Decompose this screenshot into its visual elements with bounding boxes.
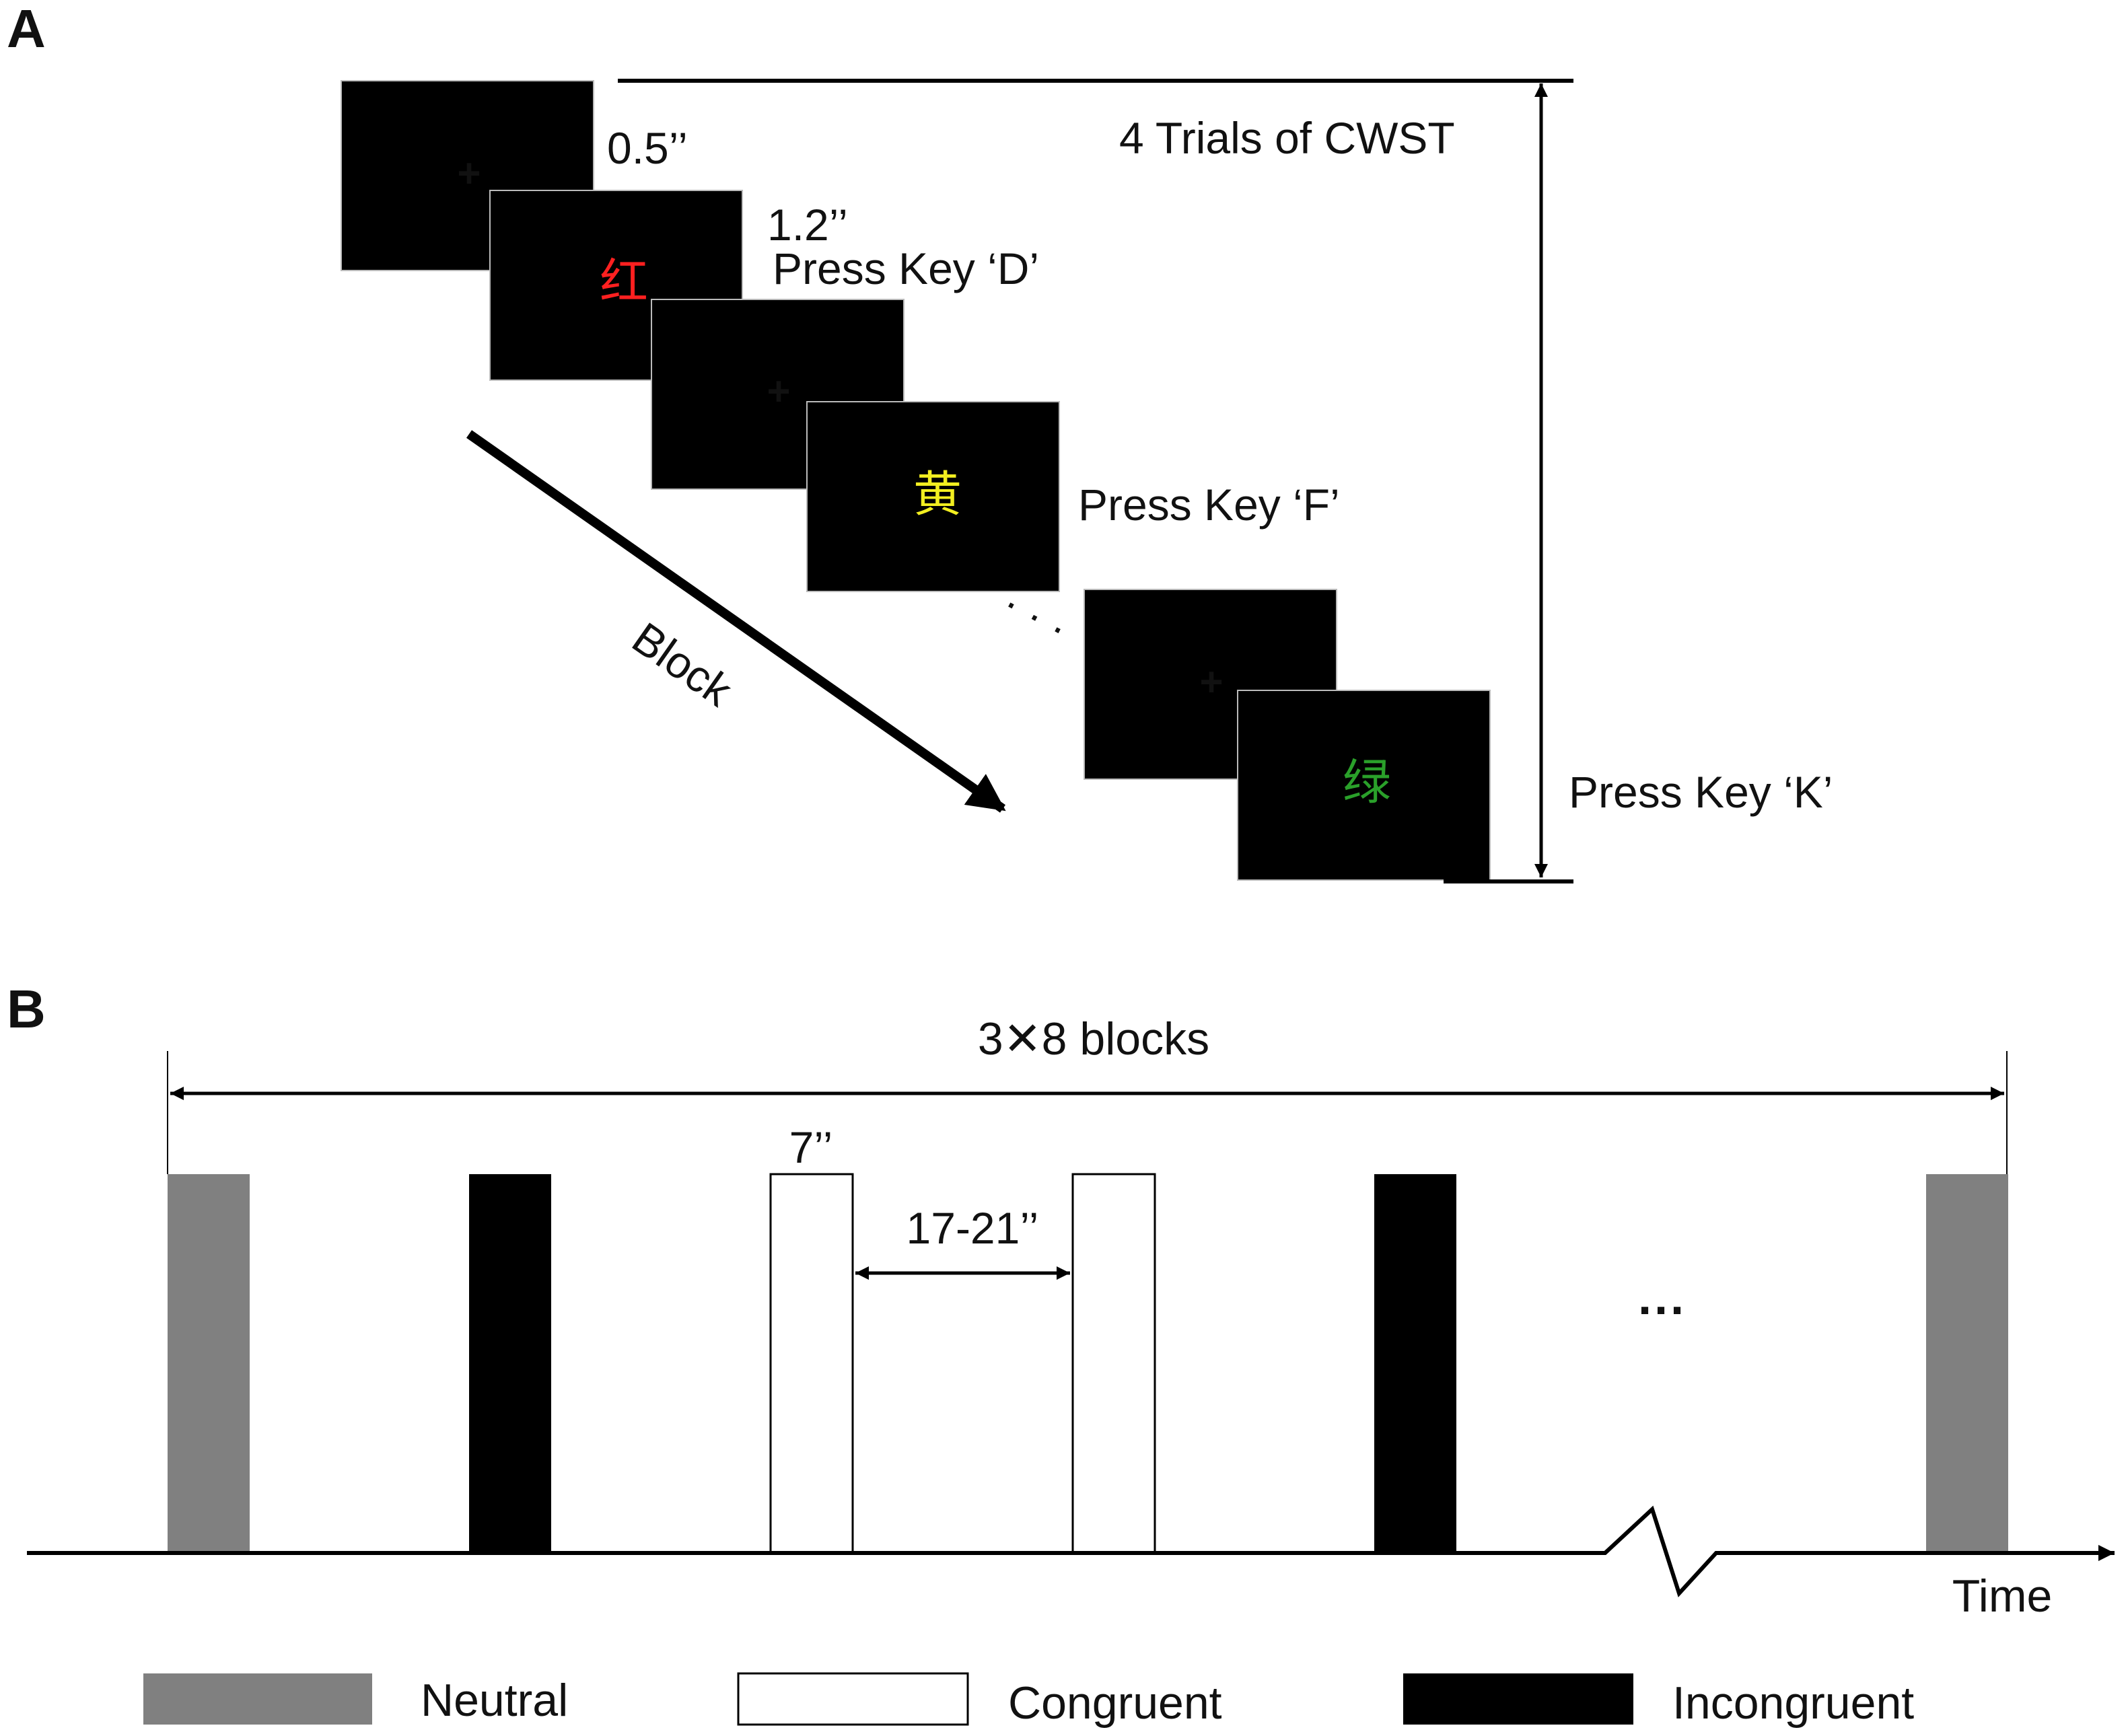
fixation-cross: + [767,369,790,414]
block-congruent [769,1173,854,1554]
word-duration: 1.2’’ [767,200,848,250]
legend: Neutral Congruent Incongruent [143,1672,1914,1729]
block-incongruent [1374,1174,1456,1553]
blocks-ellipsis: ··· [1638,1284,1687,1338]
legend-congruent-swatch [737,1672,969,1726]
block-label: Block [624,612,742,716]
trial-frame-6: 绿 [1237,690,1491,881]
legend-neutral-label: Neutral [421,1675,568,1726]
block-neutral [1926,1174,2008,1553]
fixation-duration: 0.5’’ [607,123,688,173]
panel-b-label: B [7,979,46,1039]
panel-a-label: A [7,0,46,59]
legend-incongruent-swatch [1403,1673,1633,1725]
legend-congruent-label: Congruent [1008,1677,1222,1729]
block-arrow [466,430,1006,813]
trial-frame-1: + [341,80,594,271]
press-key-d: Press Key ‘D’ [773,244,1039,293]
trials-label: 4 Trials of CWST [1119,113,1455,163]
total-blocks-label: 3✕8 blocks [978,1013,1209,1064]
trial-frame-4: 黄 [806,401,1060,592]
fixation-cross: + [457,151,481,196]
press-key-f: Press Key ‘F’ [1078,480,1340,530]
time-axis [27,1505,2115,1597]
block-neutral [168,1174,250,1553]
legend-incongruent-label: Incongruent [1672,1677,1914,1729]
time-axis-label: Time [1952,1570,2053,1622]
color-word-red: 红 [600,254,648,310]
legend-neutral-swatch [143,1673,372,1725]
block-duration-label: 7’’ [789,1122,833,1172]
fixation-cross: + [1199,659,1223,704]
interval-label: 17-21’’ [907,1203,1039,1253]
press-key-k: Press Key ‘K’ [1569,767,1833,817]
color-word-yellow: 黄 [913,466,962,523]
block-congruent [1071,1173,1156,1554]
block-incongruent [469,1174,551,1553]
color-word-green: 绿 [1343,754,1391,811]
